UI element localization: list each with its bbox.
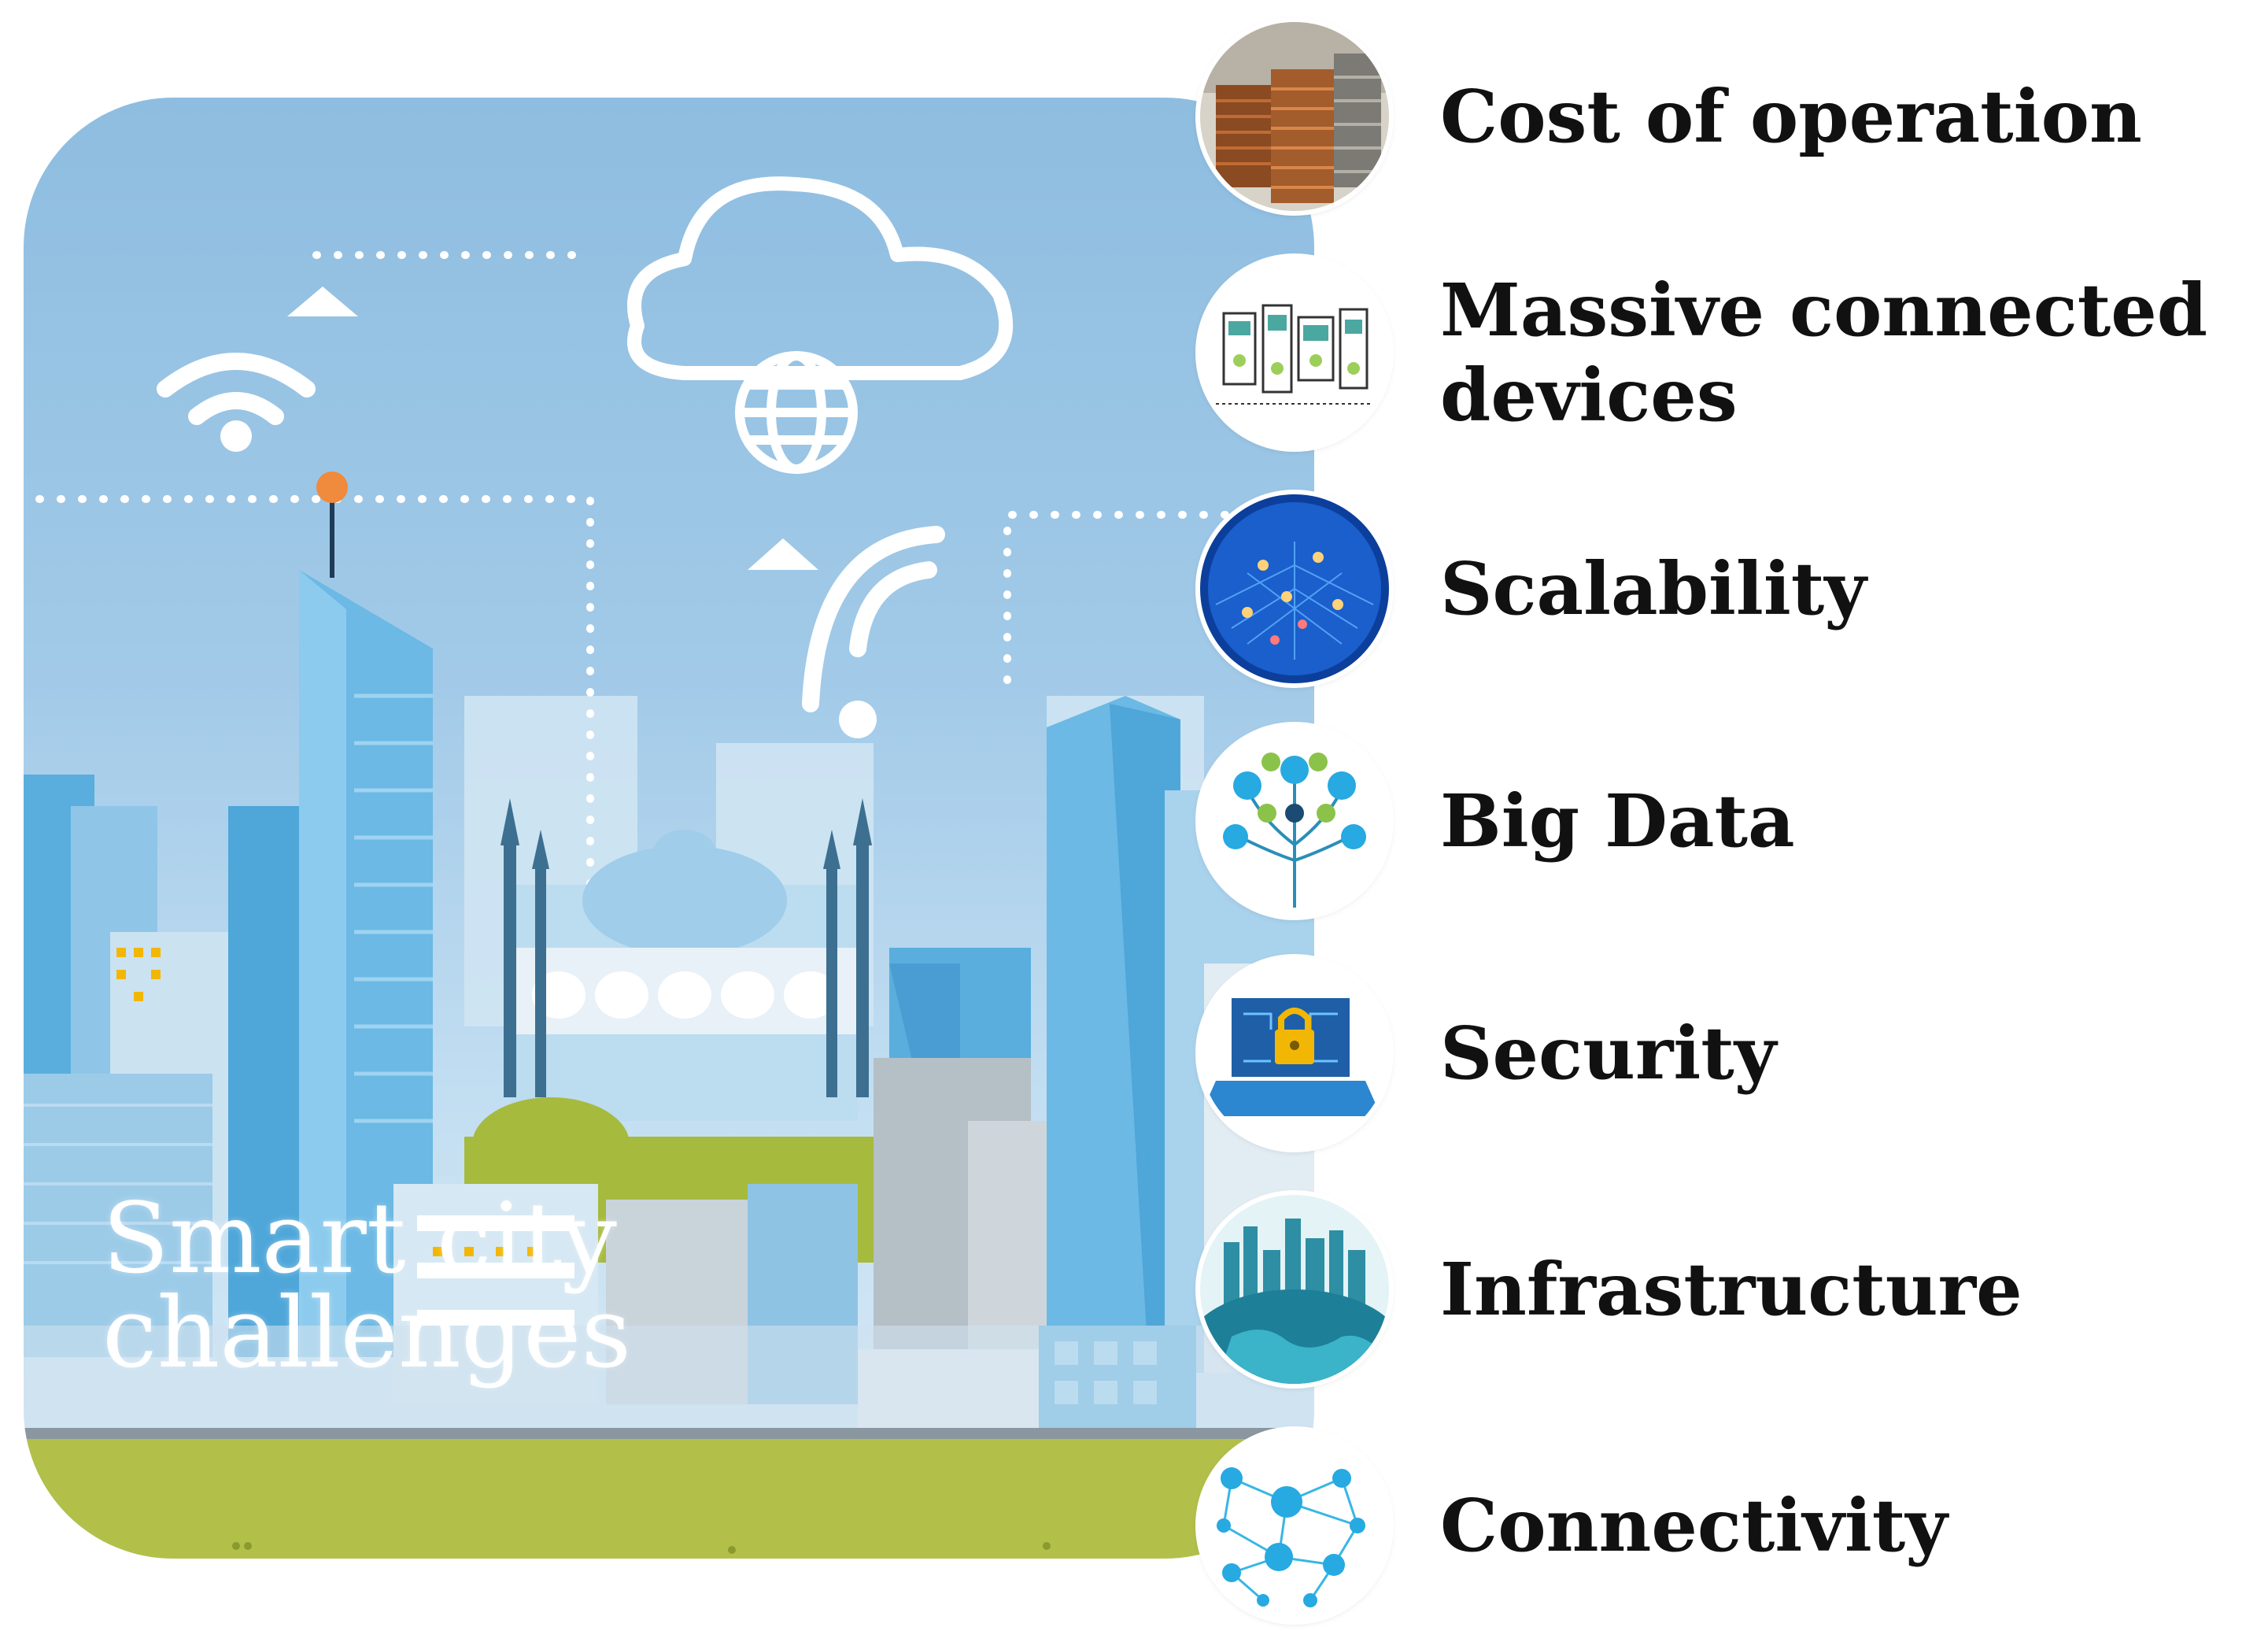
wifi-signal-icon [802,526,945,712]
challenge-label: Security [1440,1011,1777,1096]
city-globe-icon [1200,1195,1389,1384]
challenge-label: Infrastructure [1440,1247,2022,1332]
main-title-line-1: Smart city [102,1182,617,1296]
coins-icon [1200,22,1389,211]
smart-city-panel: Smart city challenges [24,98,1314,1559]
cloud-icon [627,176,1014,380]
challenge-security: Security [1200,959,2255,1148]
upload-arrow-icon [287,287,358,316]
challenge-cost-of-operation: Cost of operation [1200,22,2255,211]
wifi-icon [157,353,316,425]
challenge-big-data: Big Data [1200,727,2255,915]
challenge-label: Scalability [1440,546,1867,631]
upload-arrow-icon-2 [748,538,818,570]
laptop-lock-icon [1200,959,1389,1148]
globe-icon [735,351,858,474]
main-title: Smart city challenges [102,1182,889,1390]
challenge-infrastructure: Infrastructure [1200,1195,2255,1384]
network-nodes-icon [1200,1431,1389,1620]
main-title-line-2: challenges [102,1277,632,1390]
antenna-beacon [316,472,348,503]
challenge-label: Big Data [1440,779,1795,864]
connected-devices-icon [1200,258,1389,447]
challenge-label: Massive connected devices [1440,268,2208,438]
data-tree-icon [1200,727,1389,915]
challenge-label: Cost of operation [1440,74,2142,159]
challenge-label: Connectivity [1440,1483,1948,1568]
challenge-scalability: Scalability [1200,494,2255,683]
challenge-massive-connected-devices: Massive connected devices [1200,258,2255,447]
network-globe-icon [1200,494,1389,683]
challenge-connectivity: Connectivity [1200,1431,2255,1620]
